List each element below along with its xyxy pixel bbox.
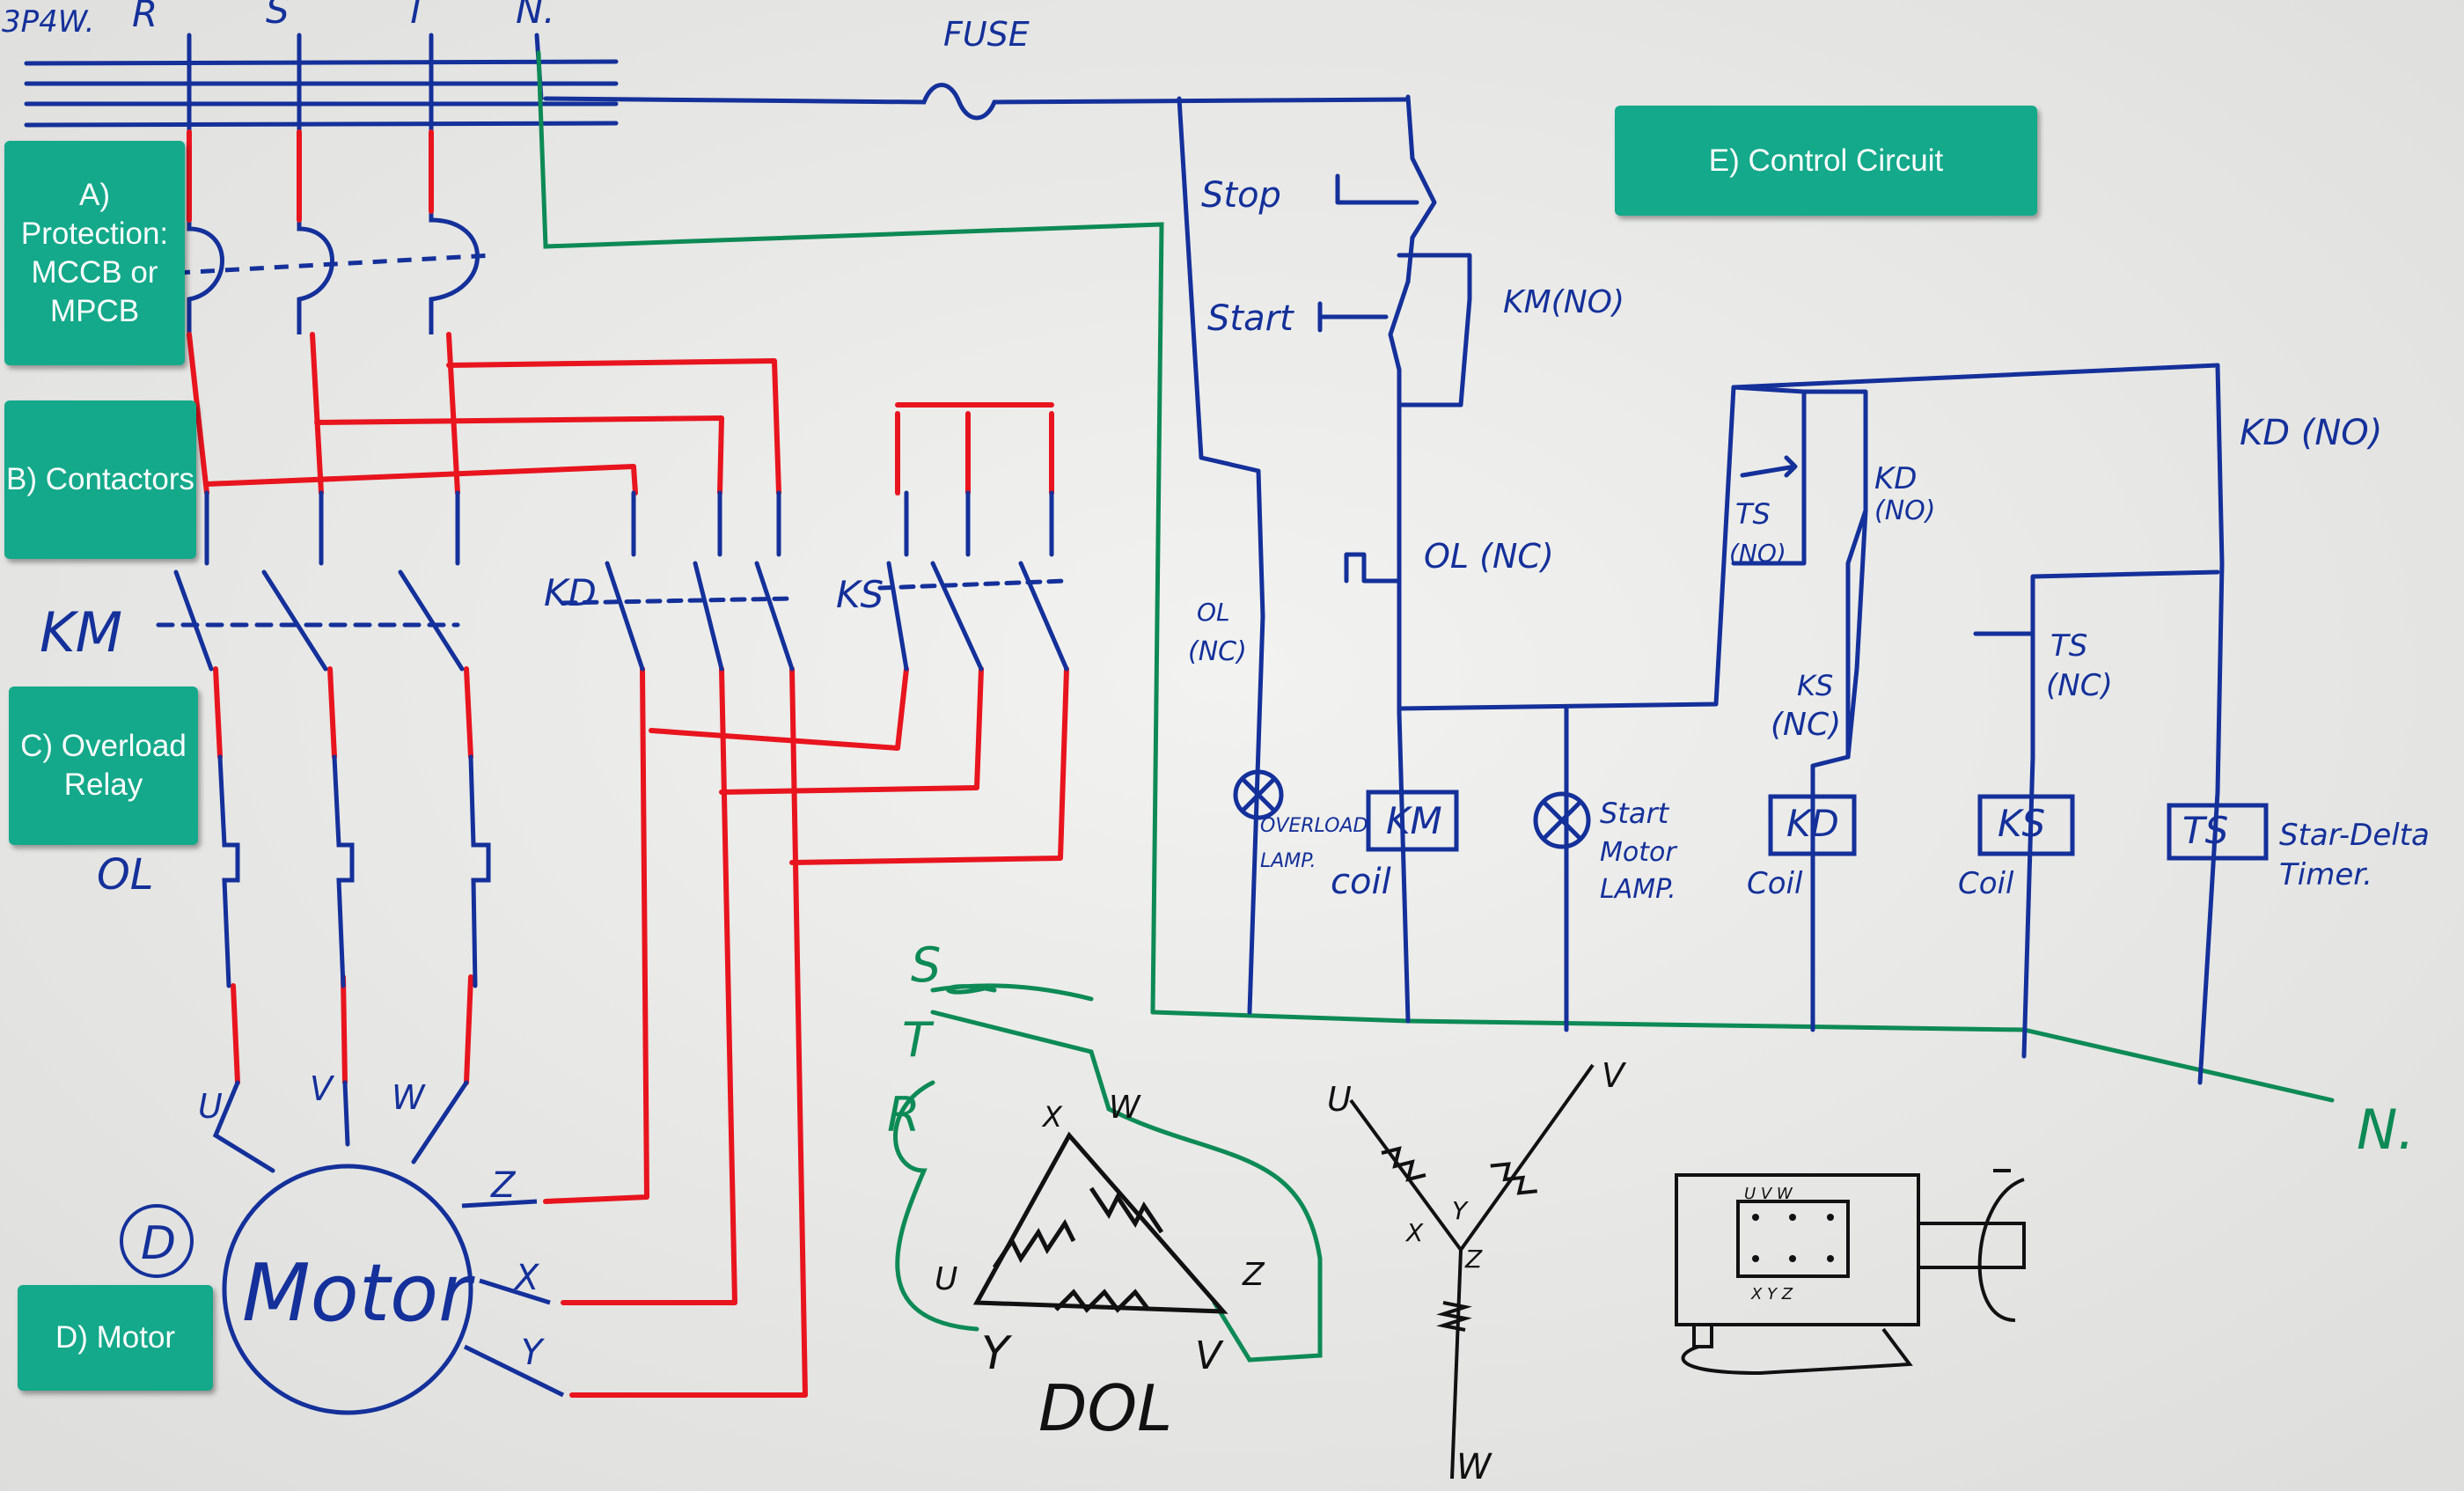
neutral-wiring-green <box>536 50 2335 1362</box>
star-labels: U V X Y Z W <box>1327 1056 1627 1487</box>
kd-no-small-label-1: KD <box>1874 461 1917 496</box>
timer-label-1: Star-Delta <box>2279 818 2430 853</box>
start-lamp-label-1: Start <box>1600 797 1670 830</box>
dol-r-label: R <box>887 1087 920 1142</box>
km-coil-text: coil <box>1331 862 1391 902</box>
ts-nc-label-1: TS <box>2050 628 2087 664</box>
ts-no-label-2: (NO) <box>1729 539 1786 568</box>
star-sketch <box>1349 1063 1595 1480</box>
overload-lamp-label-2: LAMP. <box>1260 850 1316 872</box>
control-coils <box>1233 769 2269 861</box>
ol-side-label: OL <box>1197 598 1230 627</box>
timer-label-2: Timer. <box>2279 857 2372 892</box>
fuse: FUSE <box>943 15 1030 54</box>
ol-label: OL <box>97 850 154 900</box>
control-neutral-label: N. <box>2357 1098 2415 1162</box>
kd-no-label: KD (NO) <box>2240 413 2382 453</box>
motor-z-label: Z <box>490 1165 517 1206</box>
callout-motor-text: D) Motor <box>55 1320 176 1355</box>
star-z-label: Z <box>1464 1245 1483 1274</box>
dol-s-label: S <box>911 937 941 993</box>
terminal-top-label: U V W <box>1744 1185 1793 1203</box>
km-no-label: KM(NO) <box>1503 284 1624 320</box>
stop-label: Stop <box>1201 175 1281 216</box>
supply-labels: 3P4W. R S T N. <box>2 0 555 40</box>
callout-control: E) Control Circuit <box>1615 106 2037 216</box>
supply-system-label: 3P4W. <box>2 4 94 40</box>
callout-overload: C) Overload Relay <box>9 687 198 845</box>
star-u-label: U <box>1327 1080 1352 1119</box>
power-labels: KM KD KS OL <box>40 571 884 900</box>
motor-v-label: V <box>310 1069 335 1108</box>
dol-v-label: V <box>1195 1333 1224 1378</box>
start-label: Start <box>1207 298 1294 339</box>
mccb-breaker <box>175 132 494 334</box>
ks-nc-label-1: KS <box>1797 669 1833 702</box>
dol-t-label: T <box>902 1012 935 1068</box>
fuse-label: FUSE <box>943 15 1030 54</box>
km-label: KM <box>40 600 122 665</box>
callout-protection-text: A) Protection: MCCB or MPCB <box>20 177 169 328</box>
control-labels: Stop Start KM(NO) OL (NC) OL (NC) OVERLO… <box>1188 175 2430 1162</box>
ks-label: KS <box>836 573 884 616</box>
ts-nc-label-2: (NC) <box>2046 668 2113 703</box>
kd-coil-text: Coil <box>1747 866 1803 901</box>
dol-x-label: X <box>1041 1100 1063 1134</box>
callout-control-text: E) Control Circuit <box>1708 143 1944 178</box>
dol-z-label: Z <box>1242 1257 1265 1293</box>
callout-protection: A) Protection: MCCB or MPCB <box>4 141 185 365</box>
dol-u-label: U <box>935 1261 957 1297</box>
ol-nc-label: OL (NC) <box>1424 537 1554 576</box>
km-coil-label: KM <box>1386 799 1442 842</box>
star-w-label: W <box>1456 1447 1492 1487</box>
ol-side-nc-label: (NC) <box>1188 636 1247 667</box>
kd-no-small-label-2: (NO) <box>1874 496 1935 526</box>
ks-coil-text: Coil <box>1958 866 2014 901</box>
callout-contactors-text: B) Contactors <box>6 462 194 496</box>
kd-coil-label: KD <box>1786 802 1839 845</box>
ts-coil-label: TS <box>2182 809 2228 852</box>
kd-label: KD <box>544 571 597 614</box>
power-wiring-blue <box>156 490 1069 1173</box>
star-y-label: Y <box>1452 1196 1469 1225</box>
control-wiring <box>1177 94 2225 1085</box>
motor-label: Motor <box>242 1247 475 1340</box>
dol-w-label: W <box>1109 1090 1141 1126</box>
phase-r-label: R <box>132 0 158 35</box>
motor: D Motor U V W Z X Y <box>120 1069 565 1415</box>
star-v-label: V <box>1602 1056 1627 1095</box>
start-lamp-label-2: Motor <box>1600 837 1677 868</box>
dol-y-label: Y <box>981 1327 1013 1380</box>
motor-u-label: U <box>198 1087 223 1126</box>
callout-overload-text: C) Overload Relay <box>20 729 187 802</box>
supply-lines <box>24 33 1411 135</box>
ts-no-label-1: TS <box>1735 497 1771 531</box>
callout-motor: D) Motor <box>18 1285 213 1391</box>
phase-s-label: S <box>266 0 290 32</box>
neutral-label: N. <box>516 0 555 32</box>
overload-lamp-label-1: OVERLOAD <box>1260 815 1368 837</box>
terminal-box-sketch <box>1675 1169 2026 1376</box>
power-wiring-red <box>187 129 1069 1398</box>
ks-nc-label-2: (NC) <box>1771 707 1841 743</box>
star-x-label: X <box>1404 1218 1424 1247</box>
ks-coil-label: KS <box>1998 802 2045 845</box>
terminal-bottom-label: X Y Z <box>1750 1285 1793 1304</box>
start-lamp-label-3: LAMP. <box>1600 874 1676 905</box>
terminal-box-labels: U V W X Y Z <box>1744 1185 1834 1304</box>
dol-delta-sketch: S T R X W U Z Y V DOL <box>887 937 1265 1445</box>
motor-d-label: D <box>141 1217 176 1270</box>
dol-label: DOL <box>1038 1371 1172 1445</box>
motor-y-label: Y <box>521 1333 546 1373</box>
callout-contactors: B) Contactors <box>4 400 196 559</box>
motor-w-label: W <box>392 1078 426 1117</box>
phase-t-label: T <box>405 0 430 32</box>
